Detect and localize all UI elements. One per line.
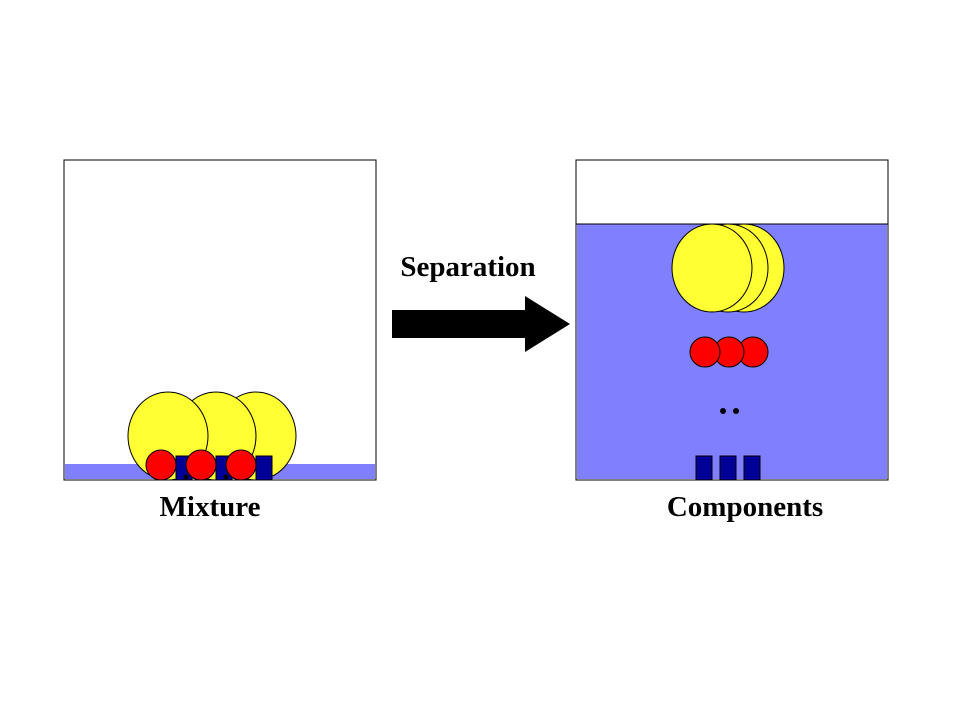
separation-arrow xyxy=(392,296,570,352)
arrow-label: Separation xyxy=(400,251,535,283)
component-large-particle xyxy=(671,223,753,313)
mixture-medium-particle xyxy=(225,449,257,481)
arrow-right-icon xyxy=(392,296,570,352)
mixture-medium-particle xyxy=(145,449,177,481)
component-small-particle xyxy=(720,408,726,414)
mixture-small-particle xyxy=(183,474,189,480)
component-block-particle xyxy=(719,455,737,481)
mixture-container xyxy=(63,159,377,481)
component-block-particle xyxy=(695,455,713,481)
components-label: Components xyxy=(667,491,823,523)
mixture-block-particle xyxy=(255,455,273,481)
mixture-label: Mixture xyxy=(160,491,261,523)
component-small-particle xyxy=(733,408,739,414)
components-container xyxy=(575,159,889,481)
mixture-small-particle xyxy=(223,474,229,480)
mixture-medium-particle xyxy=(185,449,217,481)
component-block-particle xyxy=(743,455,761,481)
component-medium-particle xyxy=(689,336,721,368)
